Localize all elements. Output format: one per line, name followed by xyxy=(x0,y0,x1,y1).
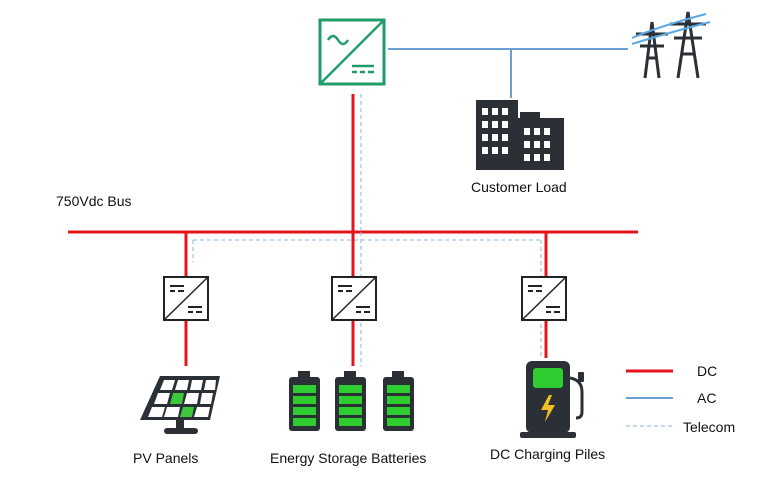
dc-converter-charger-icon xyxy=(521,276,567,321)
customer-load-label: Customer Load xyxy=(471,179,567,195)
dc-converter-battery-icon xyxy=(331,276,377,321)
legend-telecom-label: Telecom xyxy=(683,419,736,435)
power-grid-tower-icon xyxy=(631,11,711,79)
legend-dc-label: DC xyxy=(697,363,718,379)
pv-panels-label: PV Panels xyxy=(133,450,199,466)
battery-icon-2 xyxy=(335,371,366,431)
batteries-label: Energy Storage Batteries xyxy=(270,450,427,466)
battery-icon-1 xyxy=(289,371,320,431)
legend-ac-label: AC xyxy=(697,390,717,406)
inverter-icon xyxy=(318,18,386,86)
charging-piles-label: DC Charging Piles xyxy=(490,446,606,462)
customer-load-building-icon xyxy=(476,100,564,170)
dc-bus-label: 750Vdc Bus xyxy=(56,193,132,209)
battery-icon-3 xyxy=(383,371,414,431)
charging-pile-icon xyxy=(520,361,584,438)
pv-panel-icon xyxy=(140,376,220,434)
dc-converter-pv-icon xyxy=(163,276,209,321)
